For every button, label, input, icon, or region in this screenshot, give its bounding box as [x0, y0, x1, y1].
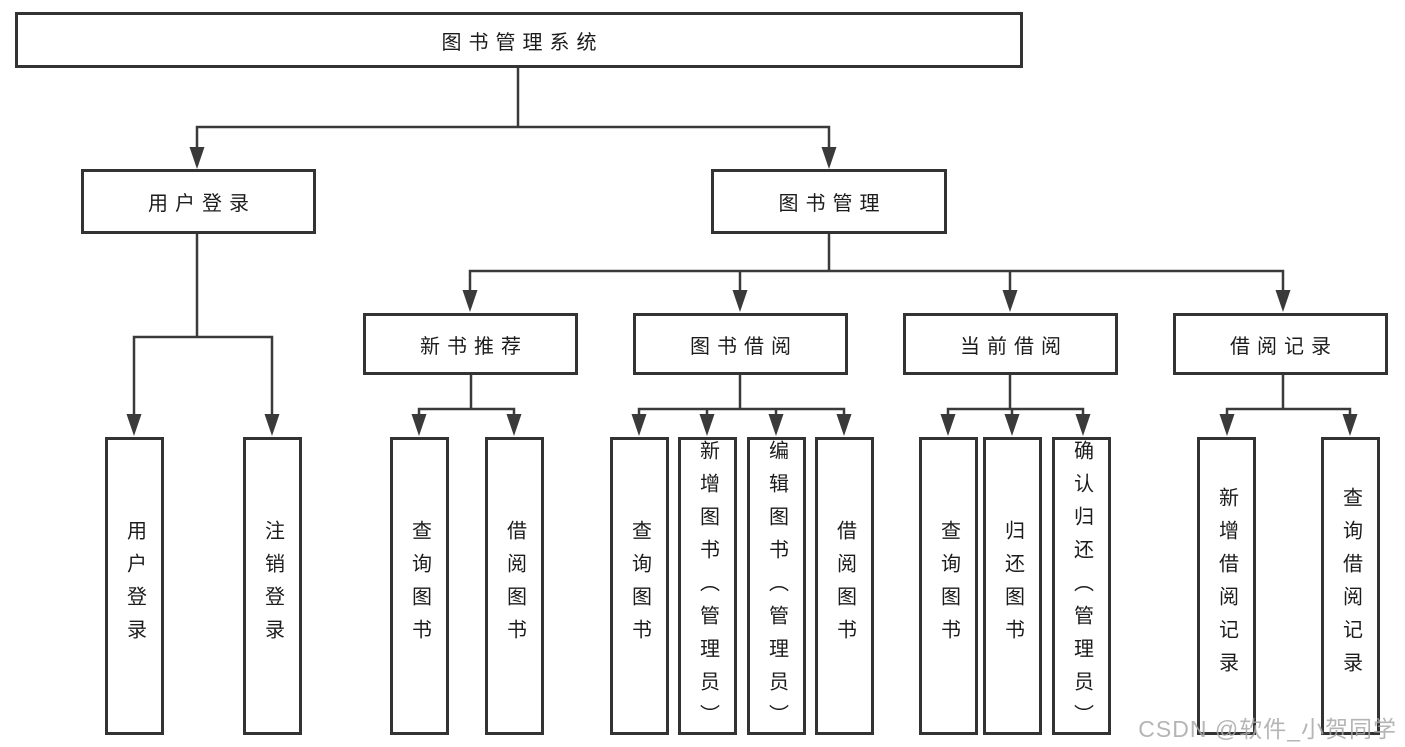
leaf-add-borrow-record: 新增借阅记录 — [1197, 437, 1256, 735]
connector-book-management — [468, 234, 1285, 291]
leaf-confirm-return-admin: 确认归还（管理员） — [1052, 437, 1111, 737]
node-book-borrowing: 图书借阅 — [633, 313, 848, 375]
connector-new-book — [417, 375, 516, 415]
node-new-book-recommend: 新书推荐 — [363, 313, 578, 375]
leaf-user-login: 用户登录 — [105, 437, 164, 735]
leaf-borrow-books-recommend: 借阅图书 — [485, 437, 544, 735]
leaf-query-borrow-record: 查询借阅记录 — [1321, 437, 1380, 735]
node-book-management: 图书管理 — [711, 169, 947, 234]
connector-current-borrowing — [946, 375, 1085, 415]
node-borrow-records: 借阅记录 — [1173, 313, 1388, 375]
leaf-logout: 注销登录 — [243, 437, 302, 735]
connector-borrow-records — [1225, 375, 1352, 415]
node-user-login: 用户登录 — [81, 169, 316, 234]
connector-book-borrowing — [637, 375, 846, 415]
connector-user-login — [132, 234, 274, 415]
node-library-system: 图书管理系统 — [15, 12, 1023, 68]
leaf-edit-book-admin: 编辑图书（管理员） — [747, 437, 806, 737]
leaf-query-books-recommend: 查询图书 — [390, 437, 449, 735]
leaf-return-books: 归还图书 — [983, 437, 1042, 735]
leaf-add-book-admin: 新增图书（管理员） — [678, 437, 737, 737]
leaf-query-books-current: 查询图书 — [919, 437, 978, 735]
connector-root — [195, 68, 831, 147]
node-current-borrowing: 当前借阅 — [903, 313, 1118, 375]
csdn-watermark: CSDN @软件_小贺同学 — [1138, 716, 1397, 742]
leaf-query-books-borrowing: 查询图书 — [610, 437, 669, 735]
leaf-borrow-books-borrowing: 借阅图书 — [815, 437, 874, 735]
